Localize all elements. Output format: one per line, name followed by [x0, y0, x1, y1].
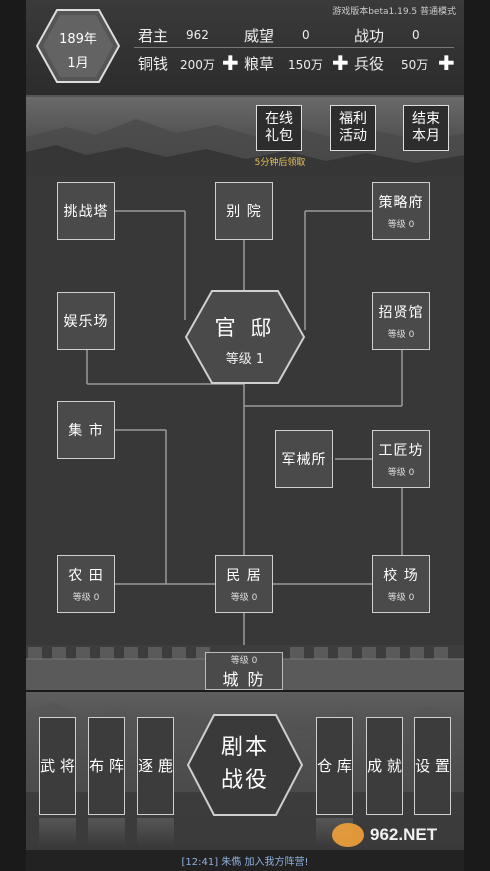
add-grain-button[interactable]: ✚ — [332, 51, 349, 75]
city-defense-button[interactable]: 等级 0 城 防 — [205, 652, 283, 690]
achievements-button[interactable]: 成 就 — [366, 717, 403, 815]
mansion-name: 官 邸 — [214, 316, 276, 340]
residence-building[interactable]: 民 居 等级 0 — [215, 555, 273, 613]
grain-value: 150万 — [288, 58, 323, 72]
add-copper-button[interactable]: ✚ — [222, 51, 239, 75]
troops-value: 50万 — [401, 58, 429, 72]
warehouse-button[interactable]: 仓 库 — [316, 717, 353, 815]
scenery-banner — [26, 97, 464, 175]
recruit-hall-name: 招贤馆 — [378, 305, 424, 321]
strategy-office-building[interactable]: 策略府 等级 0 — [372, 182, 430, 240]
entertainment-building[interactable]: 娱乐场 — [57, 292, 115, 350]
add-troops-button[interactable]: ✚ — [438, 51, 455, 75]
entertainment-name: 娱乐场 — [63, 314, 109, 330]
settings-button[interactable]: 设 置 — [414, 717, 451, 815]
strategy-office-name: 策略府 — [378, 195, 424, 211]
villa-building[interactable]: 别 院 — [215, 182, 273, 240]
farm-level: 等级 0 — [72, 593, 100, 603]
version-text: 游戏版本beta1.19.5 普通模式 — [332, 7, 456, 17]
challenge-tower-building[interactable]: 挑战塔 — [57, 182, 115, 240]
residence-level: 等级 0 — [230, 593, 258, 603]
month-text: 1月 — [67, 56, 89, 71]
year-text: 189年 — [59, 32, 97, 47]
campaign-hexagon[interactable] — [186, 713, 304, 817]
grain-label: 粮草 — [244, 55, 275, 73]
button-reflection — [88, 818, 125, 846]
villa-name: 别 院 — [226, 204, 262, 220]
challenge-tower-name: 挑战塔 — [63, 204, 109, 220]
armory-building[interactable]: 军械所 — [275, 430, 333, 488]
formation-button[interactable]: 布 阵 — [88, 717, 125, 815]
city-defense-name: 城 防 — [222, 669, 266, 689]
end-month-button[interactable]: 结束 本月 — [403, 105, 449, 151]
date-hexagon — [36, 9, 120, 83]
armory-name: 军械所 — [281, 452, 327, 468]
campaign-label: 剧本 战役 — [220, 735, 269, 793]
generals-button[interactable]: 武 将 — [39, 717, 76, 815]
strategy-office-level: 等级 0 — [387, 220, 415, 230]
prestige-value: 0 — [302, 28, 310, 42]
farm-name: 农 田 — [68, 568, 104, 584]
workshop-name: 工匠坊 — [378, 443, 424, 459]
market-name: 集 市 — [68, 423, 104, 439]
merit-value: 0 — [412, 28, 420, 42]
recruit-hall-building[interactable]: 招贤馆 等级 0 — [372, 292, 430, 350]
prestige-label: 威望 — [244, 27, 275, 45]
welfare-button[interactable]: 福利 活动 — [330, 105, 376, 151]
farm-building[interactable]: 农 田 等级 0 — [57, 555, 115, 613]
copper-value: 200万 — [180, 58, 215, 72]
mansion-hexagon[interactable] — [184, 289, 306, 385]
troops-label: 兵役 — [354, 55, 385, 73]
recruit-hall-level: 等级 0 — [387, 330, 415, 340]
online-gift-button[interactable]: 在线 礼包 — [256, 105, 302, 151]
market-building[interactable]: 集 市 — [57, 401, 115, 459]
event-ticker: [12:41] 朱儁 加入我方阵营! — [26, 850, 464, 871]
conquest-button[interactable]: 逐 鹿 — [137, 717, 174, 815]
training-ground-building[interactable]: 校 场 等级 0 — [372, 555, 430, 613]
copper-label: 铜钱 — [138, 55, 169, 73]
status-header: 游戏版本beta1.19.5 普通模式 189年 1月 君主 962 威望 0 … — [26, 0, 464, 97]
workshop-building[interactable]: 工匠坊 等级 0 — [372, 430, 430, 488]
watermark-icon: 962.NET — [332, 823, 438, 847]
gift-timer-note: 5分钟后领取 — [254, 158, 306, 168]
training-ground-level: 等级 0 — [387, 593, 415, 603]
training-ground-name: 校 场 — [383, 568, 419, 584]
mansion-level: 等级 1 — [225, 352, 265, 367]
merit-label: 战功 — [354, 27, 385, 45]
residence-name: 民 居 — [226, 568, 262, 584]
mountain-scenery — [26, 119, 464, 175]
ruler-label: 君主 — [138, 27, 169, 45]
header-divider — [134, 47, 454, 48]
svg-text:962.NET: 962.NET — [370, 825, 438, 844]
ruler-value: 962 — [186, 28, 209, 42]
city-defense-level: 等级 0 — [230, 655, 258, 666]
button-reflection — [39, 818, 76, 846]
button-reflection — [137, 818, 174, 846]
site-watermark-logo: 962.NET — [330, 820, 480, 850]
workshop-level: 等级 0 — [387, 468, 415, 478]
